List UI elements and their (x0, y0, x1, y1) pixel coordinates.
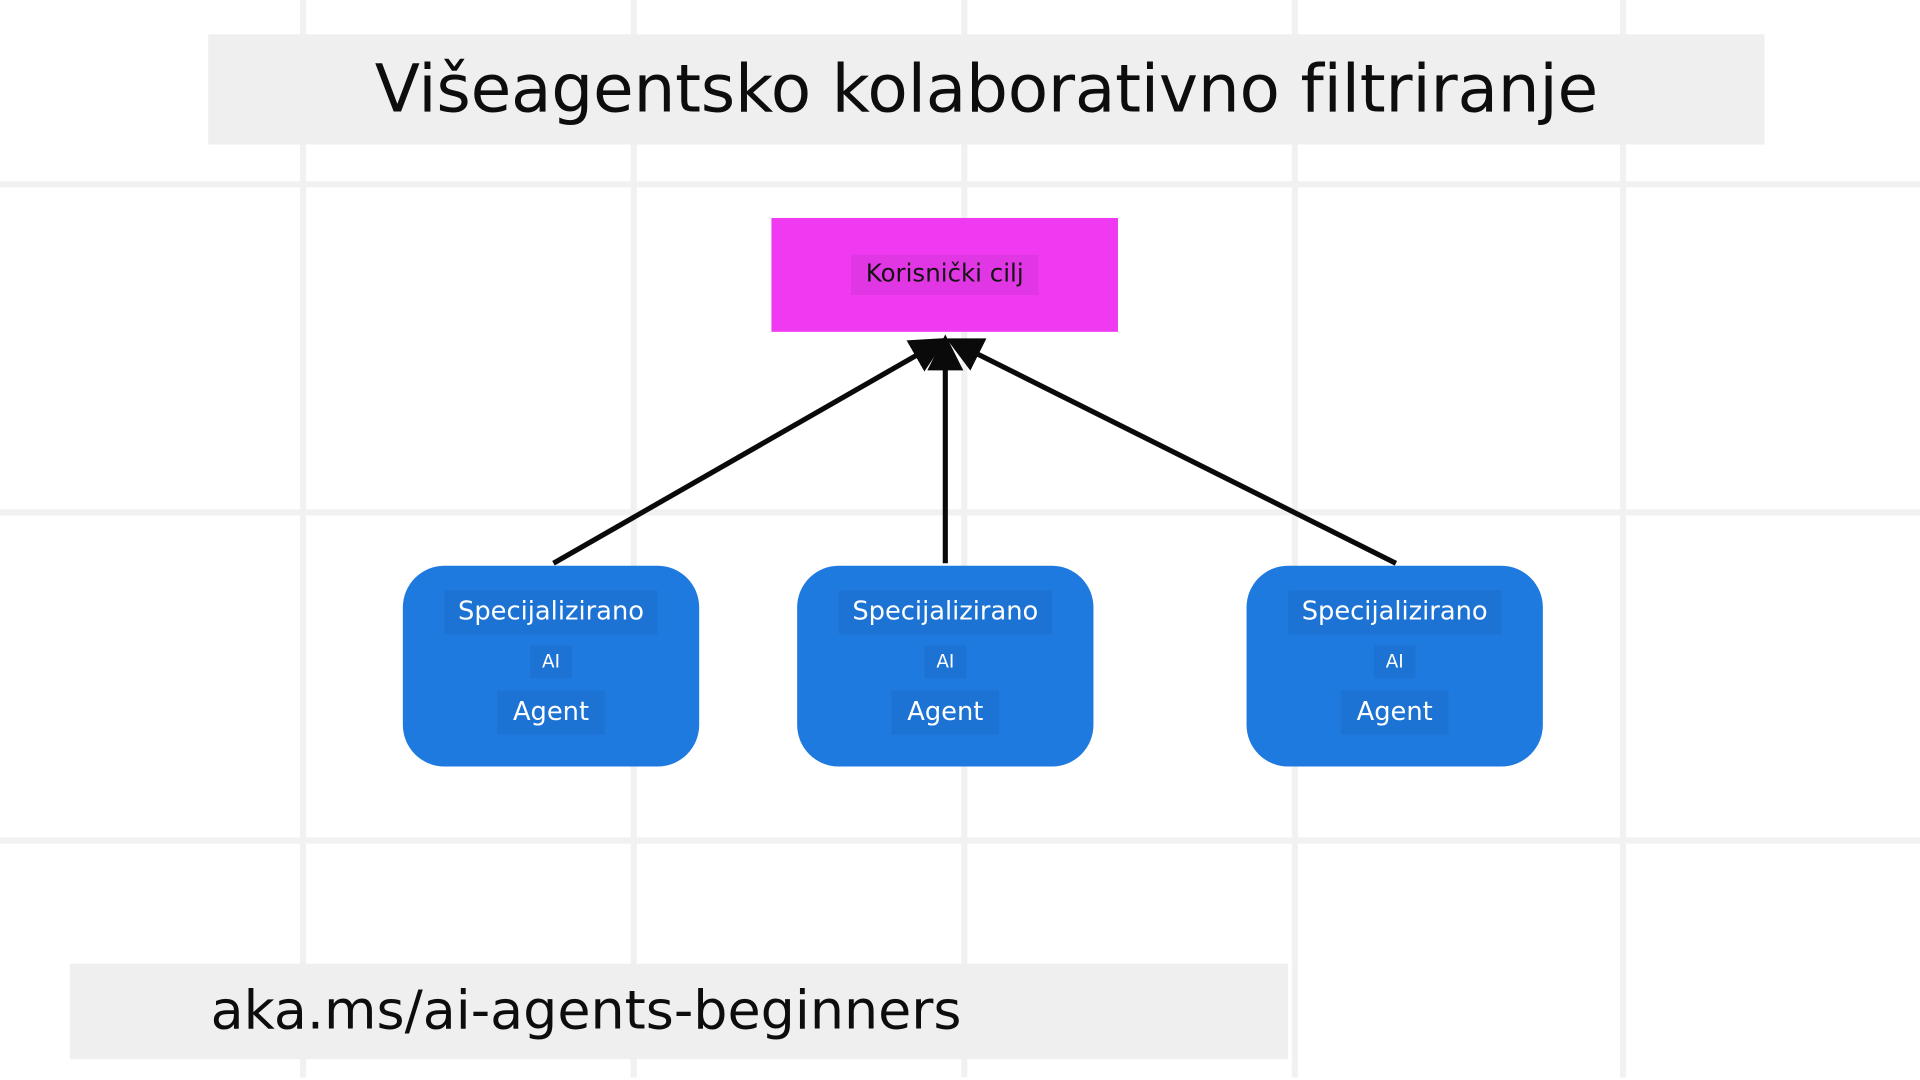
agent-label-line3: Agent (891, 690, 1000, 736)
agent-label-line1: Specijalizirano (1288, 589, 1502, 634)
grid-line-vertical (300, 0, 307, 1078)
grid-line-vertical (630, 0, 637, 1078)
agent-label-line3: Agent (497, 690, 605, 736)
agent-label-line2: AI (1373, 645, 1416, 679)
connector-right (946, 338, 1398, 566)
node-specialized-ai-agent-3[interactable]: Specijalizirano AI Agent (1246, 565, 1543, 767)
node-user-goal-label: Korisnički cilj (851, 254, 1039, 296)
grid-line-horizontal (0, 837, 1920, 844)
page-title: Višeagentsko kolaborativno filtriranje (374, 50, 1598, 128)
grid-line-horizontal (0, 181, 1920, 188)
grid-line-horizontal (0, 509, 1920, 516)
agent-label-line2: AI (529, 645, 573, 679)
node-user-goal[interactable]: Korisnički cilj (771, 217, 1118, 332)
connector-left (552, 338, 947, 566)
footer-link-text: aka.ms/ai-agents-beginners (210, 979, 962, 1043)
agent-label-line2: AI (924, 645, 967, 679)
agent-label-line3: Agent (1340, 690, 1449, 736)
agent-label-line1: Specijalizirano (838, 589, 1052, 634)
footer-banner: aka.ms/ai-agents-beginners (69, 963, 1289, 1060)
node-specialized-ai-agent-1[interactable]: Specijalizirano AI Agent (402, 565, 700, 767)
title-banner: Višeagentsko kolaborativno filtriranje (208, 34, 1765, 145)
node-specialized-ai-agent-2[interactable]: Specijalizirano AI Agent (797, 565, 1094, 767)
grid-line-vertical (1620, 0, 1627, 1078)
agent-label-line1: Specijalizirano (444, 589, 658, 634)
grid-line-vertical (961, 0, 968, 1078)
grid-line-vertical (1291, 0, 1298, 1078)
